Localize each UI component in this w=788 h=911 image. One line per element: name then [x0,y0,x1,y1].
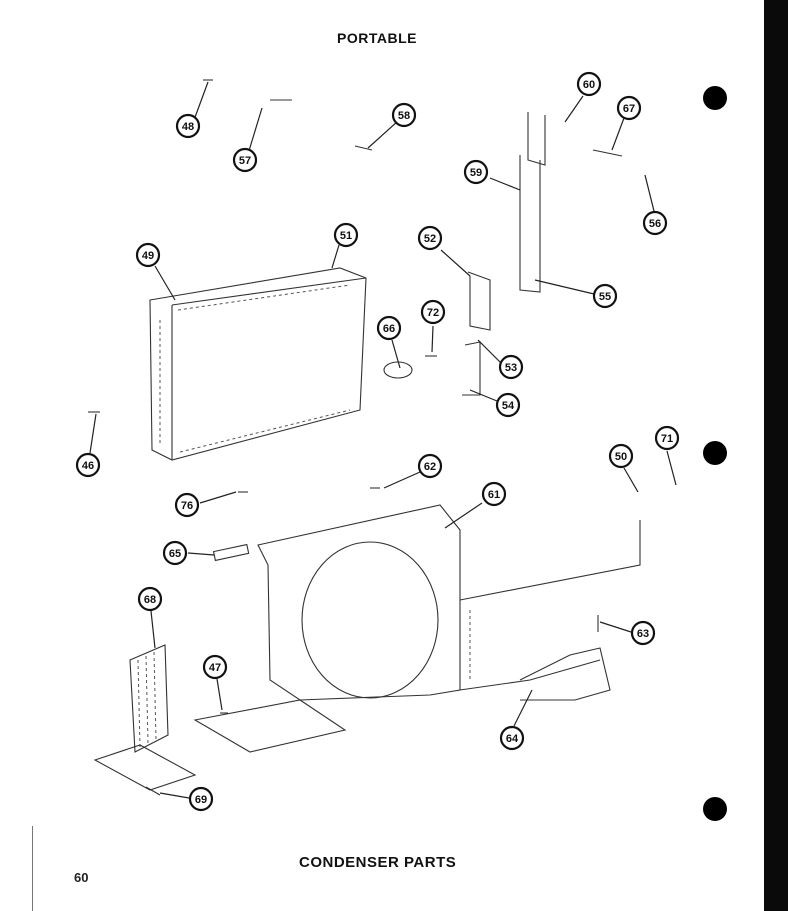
callout-64: 64 [499,725,525,751]
callout-68: 68 [137,586,163,612]
callout-69: 69 [188,786,214,812]
svg-text:49: 49 [142,250,154,262]
svg-text:46: 46 [82,460,94,472]
binder-hole-bottom [703,797,727,821]
base-plate-drawing [193,699,347,753]
callout-55: 55 [592,283,618,309]
callout-56: 56 [642,210,668,236]
svg-text:66: 66 [383,323,395,335]
svg-text:71: 71 [661,433,673,445]
callout-53: 53 [498,354,524,380]
svg-text:55: 55 [599,291,611,303]
compressor-area-drawing [519,615,611,701]
svg-text:53: 53 [505,362,517,374]
page-number: 60 [74,870,89,885]
svg-text:47: 47 [209,662,221,674]
svg-text:48: 48 [182,121,194,133]
svg-text:72: 72 [427,307,439,319]
svg-text:52: 52 [424,233,436,245]
callout-63: 63 [630,620,656,646]
small-parts-drawing [88,79,623,796]
callout-62: 62 [417,453,443,479]
svg-text:76: 76 [181,500,193,512]
callout-65: 65 [162,540,188,566]
svg-text:51: 51 [340,230,352,242]
condenser-coil-drawing [149,267,367,461]
callout-49: 49 [135,242,161,268]
grille-drawing [93,644,197,791]
binder-hole-top [703,86,727,110]
callout-47: 47 [202,654,228,680]
callout-72: 72 [420,299,446,325]
callout-61: 61 [481,481,507,507]
callout-50: 50 [608,443,634,469]
svg-text:61: 61 [488,489,500,501]
callout-66: 66 [376,315,402,341]
callout-57: 57 [232,147,258,173]
svg-text:62: 62 [424,461,436,473]
svg-text:50: 50 [615,451,627,463]
callout-48: 48 [175,113,201,139]
svg-text:69: 69 [195,794,207,806]
page-title: PORTABLE [337,30,417,46]
callout-52: 52 [417,225,443,251]
binder-hole-middle [703,441,727,465]
leader-lines [89,81,677,799]
callout-67: 67 [616,95,642,121]
base-pan-shroud-drawing [257,504,641,701]
svg-text:54: 54 [502,400,515,412]
callout-58: 58 [391,102,417,128]
svg-text:57: 57 [239,155,251,167]
callout-46: 46 [75,452,101,478]
svg-text:58: 58 [398,110,410,122]
svg-text:56: 56 [649,218,661,230]
scan-right-edge [764,0,788,911]
callout-51: 51 [333,222,359,248]
callout-76: 76 [174,492,200,518]
svg-text:60: 60 [583,79,595,91]
svg-text:68: 68 [144,594,156,606]
callout-59: 59 [463,159,489,185]
diagram-caption: CONDENSER PARTS [299,854,457,871]
svg-text:59: 59 [470,167,482,179]
svg-text:63: 63 [637,628,649,640]
svg-text:67: 67 [623,103,635,115]
callout-71: 71 [654,425,680,451]
svg-text:65: 65 [169,548,181,560]
callout-60: 60 [576,71,602,97]
svg-text:64: 64 [506,733,519,745]
upper-right-brackets-drawing [462,112,546,396]
callout-54: 54 [495,392,521,418]
scan-left-margin-line [32,826,33,911]
